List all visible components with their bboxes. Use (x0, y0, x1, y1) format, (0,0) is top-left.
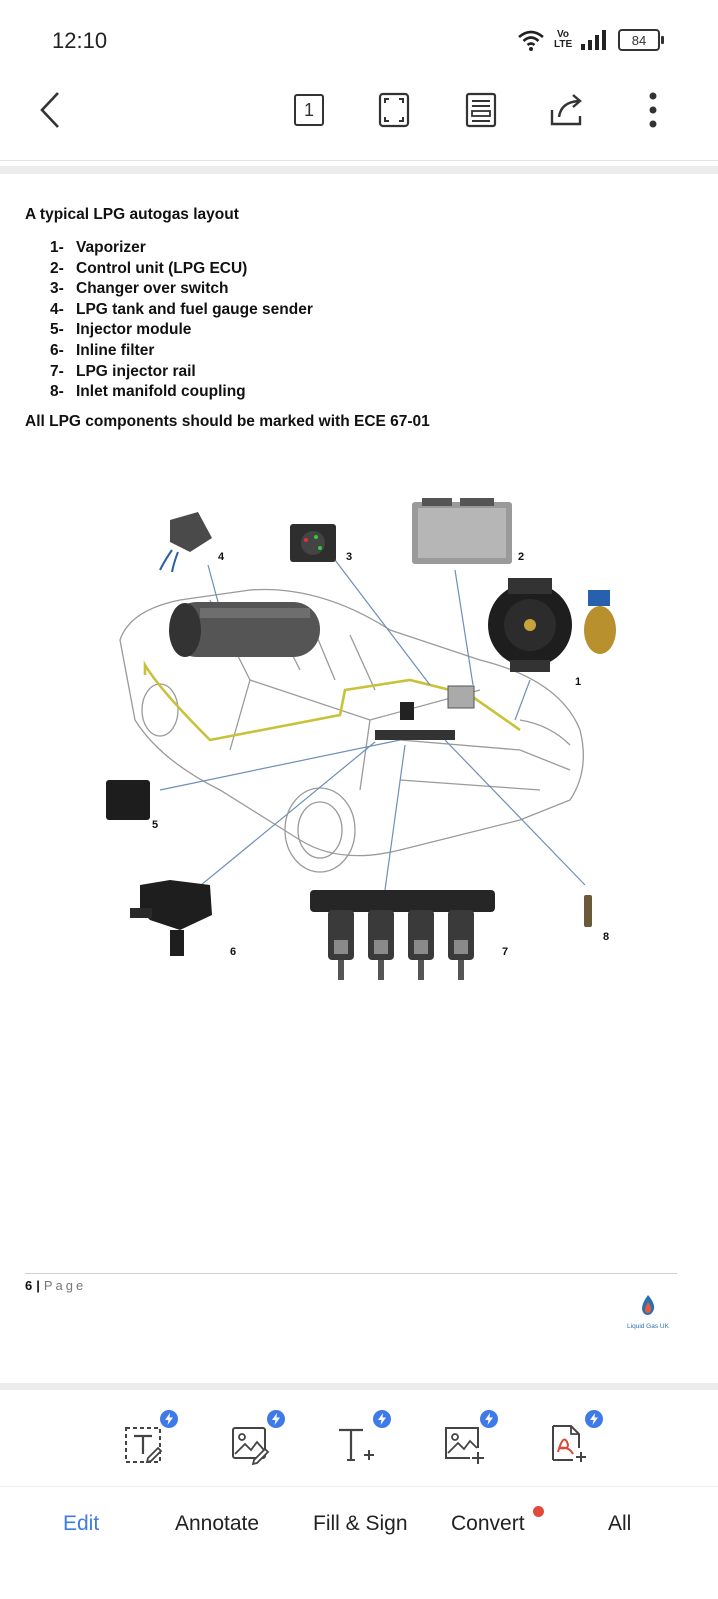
convert-notification-dot (533, 1506, 544, 1517)
status-icons: Vo LTE 84 (516, 26, 664, 54)
premium-badge (480, 1410, 498, 1428)
wifi-icon (518, 30, 544, 51)
lightning-icon (165, 1413, 173, 1425)
add-text-box-tool[interactable] (120, 1410, 180, 1470)
footer-rule (25, 1273, 677, 1274)
footer-separator: | (36, 1278, 40, 1293)
tab-annotate[interactable]: Annotate (175, 1512, 260, 1535)
page-number: 1 (303, 99, 314, 120)
fuel-gauge-sender (159, 512, 212, 573)
engine-rail (375, 730, 455, 740)
list-item: 7-LPG injector rail (50, 362, 196, 380)
car-outline (119, 588, 584, 873)
injector-rail (310, 890, 495, 980)
tab-edit[interactable]: Edit (63, 1512, 100, 1535)
tab-fill-sign[interactable]: Fill & Sign (313, 1512, 408, 1535)
engine-ecu (447, 685, 475, 709)
add-text-tool[interactable] (333, 1410, 393, 1470)
diagram-label-2: 2 (518, 551, 524, 563)
edit-image-icon (232, 1427, 270, 1466)
reading-mode-icon (465, 92, 497, 128)
liquid-gas-uk-logo: Liquid Gas UK (618, 1294, 678, 1330)
add-text-icon (339, 1428, 374, 1461)
share-icon (550, 94, 582, 126)
back-button[interactable] (28, 88, 72, 132)
status-time: 12:10 (52, 28, 108, 53)
more-vert-icon (649, 92, 657, 128)
lightning-icon (485, 1413, 493, 1425)
page-number-button[interactable]: 1 (287, 88, 331, 132)
fullscreen-button[interactable] (372, 88, 416, 132)
tab-all[interactable]: All (608, 1512, 632, 1535)
back-chevron-icon (40, 92, 59, 128)
list-item: 2-Control unit (LPG ECU) (50, 259, 248, 277)
list-item: 6-Inline filter (50, 341, 155, 359)
diagram-label-4: 4 (218, 551, 225, 563)
tab-convert[interactable]: Convert (451, 1512, 525, 1535)
list-item: 3-Changer over switch (50, 280, 229, 298)
document-heading: A typical LPG autogas layout (25, 206, 239, 223)
control-unit (412, 498, 512, 564)
signal-bars-icon (581, 30, 606, 50)
lightning-icon (272, 1413, 280, 1425)
reading-mode-button[interactable] (459, 88, 503, 132)
add-text-box-icon (125, 1427, 163, 1464)
tabs-divider (0, 1486, 718, 1487)
lpg-tank (169, 602, 320, 657)
list-item: 5-Injector module (50, 321, 192, 339)
logo-text: Liquid Gas UK (627, 1323, 669, 1330)
fullscreen-icon (378, 92, 410, 128)
pdf-add-icon (552, 1425, 586, 1462)
inline-filter (130, 880, 212, 956)
document-note: All LPG components should be marked with… (25, 413, 430, 430)
diagram-label-3: 3 (346, 551, 352, 563)
flame-icon (642, 1295, 655, 1315)
add-image-tool[interactable] (440, 1410, 500, 1470)
footer-page-label: Page (43, 1278, 87, 1293)
diagram-label-6: 6 (230, 946, 236, 958)
fuel-line (143, 660, 521, 742)
lpg-layout-diagram: 1 2 3 4 5 6 7 8 (106, 498, 616, 980)
footer-page-number: 6 (25, 1278, 33, 1293)
diagram-label-5: 5 (152, 819, 158, 831)
lightning-icon (378, 1413, 386, 1425)
more-options-button[interactable] (631, 88, 675, 132)
premium-badge (160, 1410, 178, 1428)
battery-level: 84 (631, 32, 647, 48)
list-item: 4-LPG tank and fuel gauge sender (50, 300, 313, 318)
add-image-icon (445, 1427, 484, 1464)
component-list: 1-Vaporizer 2-Control unit (LPG ECU) 3-C… (50, 238, 313, 403)
share-button[interactable] (545, 88, 589, 132)
bottom-separator (0, 1383, 718, 1390)
premium-badge (373, 1410, 391, 1428)
list-item: 1-Vaporizer (50, 239, 146, 256)
list-item: 8-Inlet manifold coupling (50, 383, 246, 401)
page-footer: 6|Page (25, 1278, 86, 1293)
injector-module (106, 780, 150, 820)
toolbar-divider (0, 160, 718, 161)
leader-lines (159, 559, 586, 891)
page-separator (0, 166, 718, 174)
change-over-switch (290, 524, 336, 562)
manifold-coupling (584, 895, 592, 927)
engine-module (400, 702, 414, 720)
premium-badge (585, 1410, 603, 1428)
diagram-label-7: 7 (502, 946, 508, 958)
battery-icon: 84 (618, 29, 664, 51)
page-number-icon: 1 (294, 94, 324, 126)
premium-badge (267, 1410, 285, 1428)
volte-indicator: Vo LTE (554, 29, 573, 50)
diagram-label-8: 8 (603, 931, 609, 943)
lightning-icon (590, 1413, 598, 1425)
diagram-label-1: 1 (575, 676, 581, 688)
edit-image-tool[interactable] (227, 1410, 287, 1470)
vaporizer (488, 578, 616, 672)
pdf-add-tool[interactable] (545, 1410, 605, 1470)
